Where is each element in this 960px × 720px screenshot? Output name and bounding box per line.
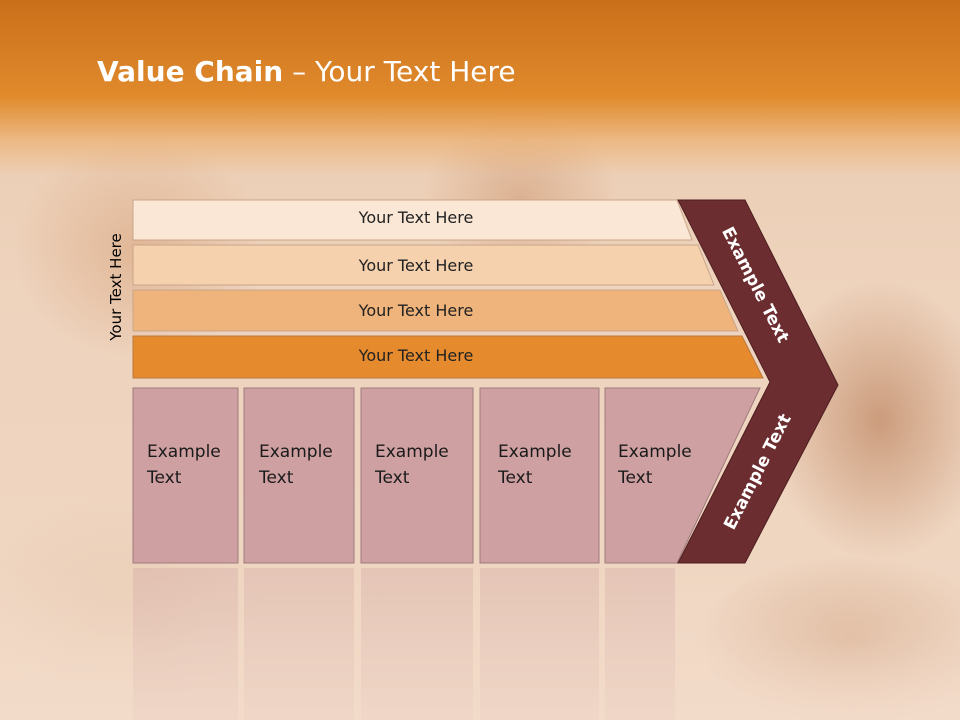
row-label-3: Your Text Here: [358, 301, 474, 320]
cell-2-line2: Text: [259, 468, 294, 488]
row-bar-3: [132, 289, 739, 332]
cell-box-2: [243, 387, 355, 564]
cell-3-line2: Text: [375, 468, 410, 488]
row-label-1: Your Text Here: [358, 208, 474, 227]
title-band: [0, 0, 960, 175]
cell-1-line2: Text: [147, 468, 182, 488]
row-label-2: Your Text Here: [358, 256, 474, 275]
diagram-reflection: [0, 564, 960, 720]
title-rest: – Your Text Here: [283, 55, 516, 88]
cell-1-line1: Example: [147, 442, 221, 462]
slide-title: Value Chain – Your Text Here: [97, 55, 516, 88]
cell-box-5: [604, 387, 761, 564]
cell-2-line1: Example: [259, 442, 333, 462]
chevron-arrow: [677, 199, 839, 564]
cell-5-line1: Example: [618, 442, 692, 462]
cell-box-3: [360, 387, 474, 564]
row-label-4: Your Text Here: [358, 346, 474, 365]
cell-box-1: [132, 387, 239, 564]
cell-5-line2: Text: [618, 468, 653, 488]
reflection-fade: [0, 564, 960, 720]
row-bar-4: [132, 335, 764, 379]
title-bold: Value Chain: [97, 55, 284, 88]
cell-4-line2: Text: [498, 468, 533, 488]
row-bar-2: [132, 244, 715, 286]
cell-4-line1: Example: [498, 442, 572, 462]
row-bar-1: [132, 199, 693, 241]
cell-3-line1: Example: [375, 442, 449, 462]
cell-box-4: [479, 387, 600, 564]
